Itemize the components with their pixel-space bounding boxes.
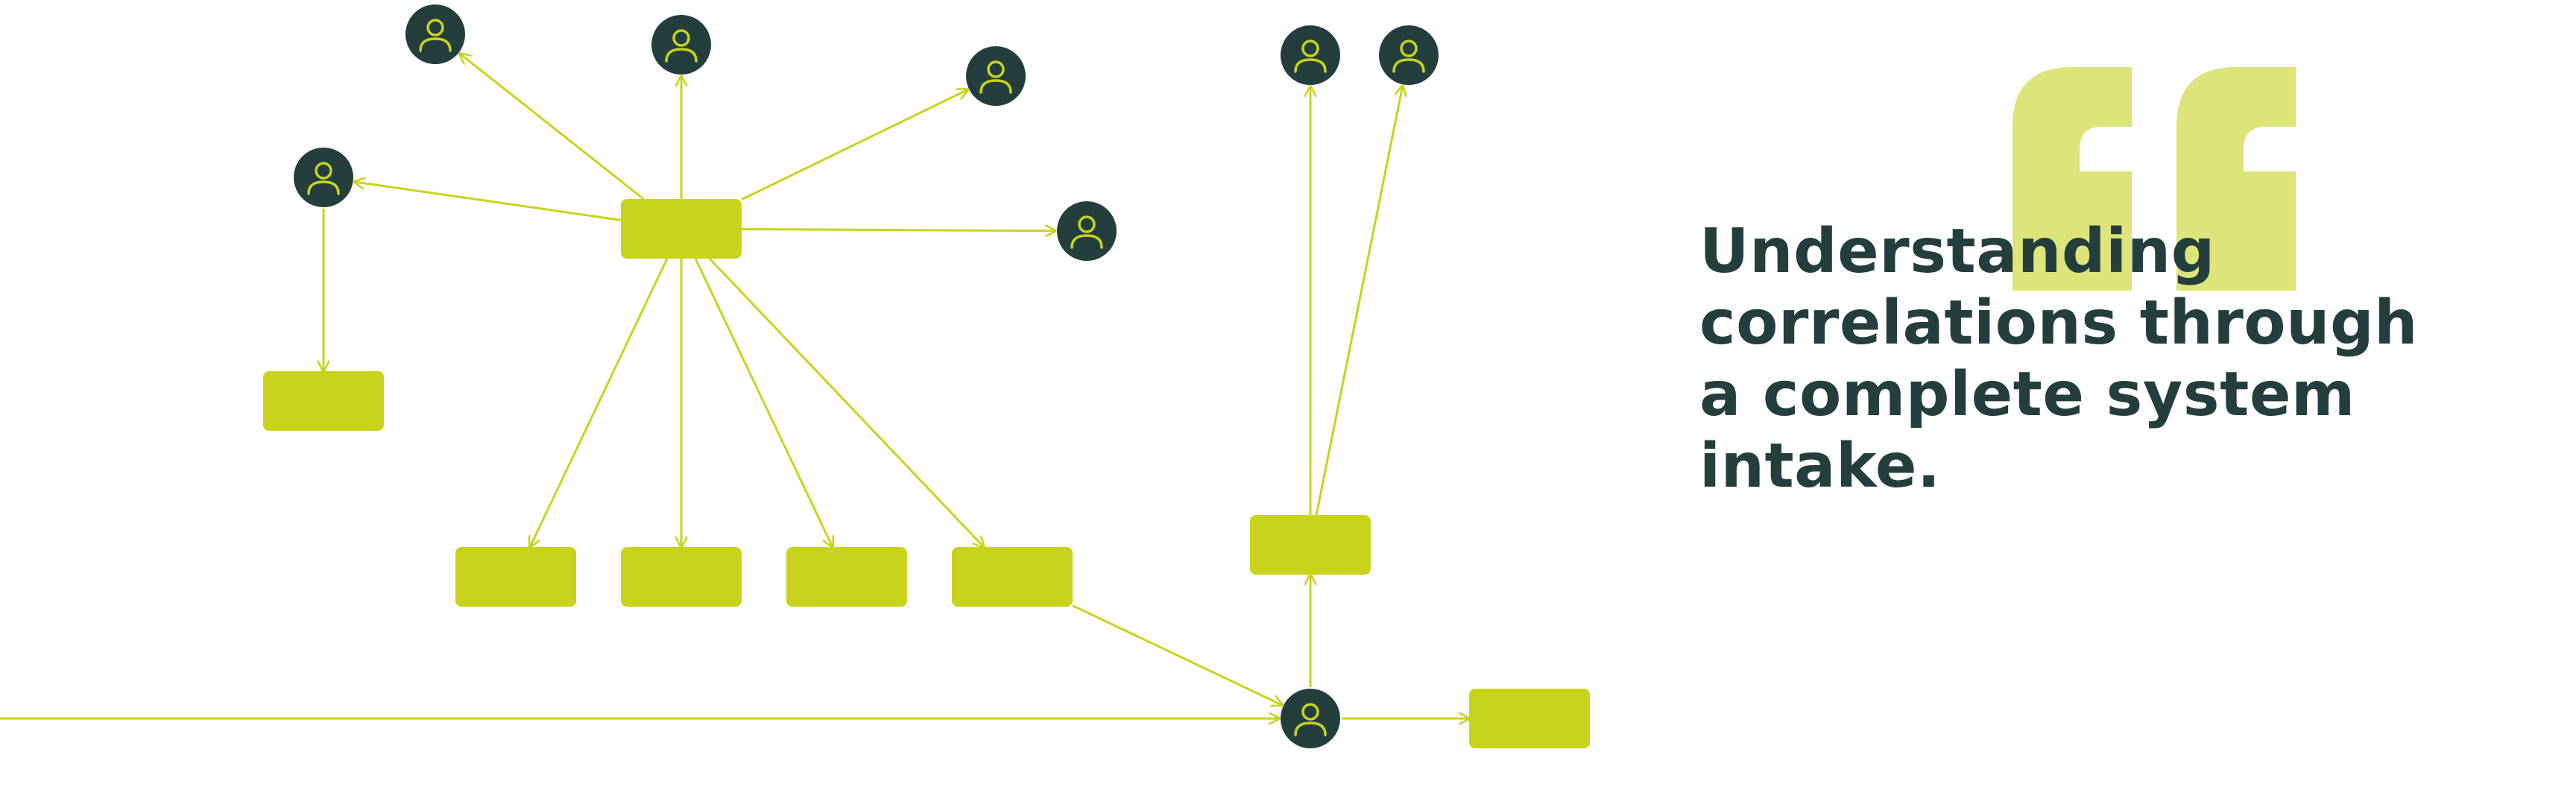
connector-arrow [694, 258, 833, 547]
network-diagram [0, 4, 1590, 748]
headline: Understanding correlations through a com… [1699, 216, 2419, 502]
person-node [1281, 25, 1340, 85]
process-box [621, 199, 742, 259]
headline-line-4: intake. [1699, 431, 1941, 502]
quote-mark-icon [2012, 67, 2296, 291]
process-box [952, 547, 1073, 607]
connector-arrow [530, 258, 669, 547]
headline-line-3: a complete system [1699, 359, 2355, 430]
connector-arrow [460, 54, 645, 200]
process-box [455, 547, 576, 607]
person-node [1281, 689, 1340, 748]
person-node [651, 15, 711, 75]
headline-line-1: Understanding [1699, 216, 2215, 287]
process-boxes [263, 199, 1590, 748]
person-node [1379, 25, 1439, 85]
process-box [263, 371, 384, 431]
connector-arrow [1072, 604, 1282, 705]
connector-arrow [708, 257, 984, 547]
person-node [405, 4, 465, 64]
process-box [786, 547, 907, 607]
process-box [621, 547, 742, 607]
connector-arrow [741, 229, 1055, 230]
process-box [1469, 689, 1590, 748]
connector-arrow [355, 182, 622, 221]
process-box [1250, 515, 1371, 575]
person-node [294, 148, 353, 207]
connector-lines [0, 54, 1469, 719]
connector-arrow [741, 89, 967, 201]
quote-callout: Understanding correlations through a com… [1699, 67, 2445, 529]
person-nodes [294, 4, 1439, 748]
connector-arrow [1315, 86, 1403, 516]
headline-line-2: correlations through [1699, 288, 2419, 359]
person-node [1057, 201, 1117, 261]
person-node [966, 46, 1026, 106]
